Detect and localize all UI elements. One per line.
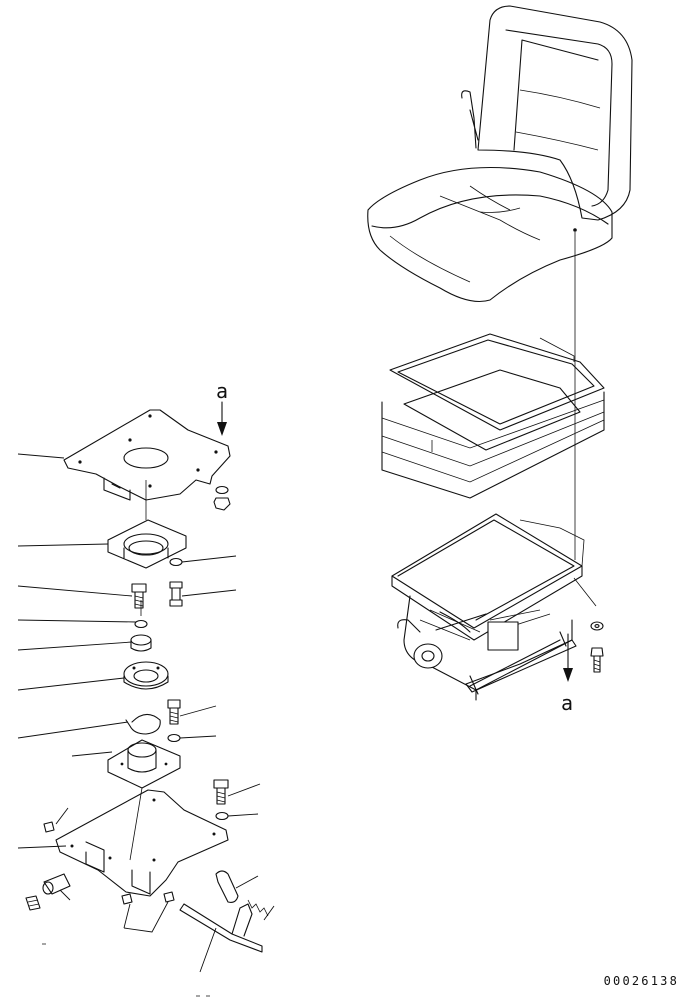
spacer bbox=[130, 634, 152, 652]
washer-i bbox=[215, 811, 229, 821]
plug-bottom-b bbox=[163, 891, 175, 903]
washer-e bbox=[134, 619, 148, 629]
bolt-d bbox=[169, 581, 183, 607]
view-arrow-lower bbox=[563, 633, 573, 682]
bolt-c bbox=[131, 583, 147, 609]
nut-a bbox=[213, 497, 231, 511]
snap-ring bbox=[125, 713, 161, 735]
seat-assembly bbox=[367, 5, 633, 303]
swivel-lower-housing bbox=[107, 739, 181, 789]
thrust-ring bbox=[123, 661, 169, 690]
swivel-lever bbox=[179, 903, 263, 953]
lever-knob bbox=[215, 870, 239, 903]
bearing-housing bbox=[107, 519, 187, 569]
bolt-h bbox=[213, 779, 229, 805]
swivel-top-plate bbox=[63, 409, 231, 501]
washer-b bbox=[169, 557, 183, 567]
leader-lines bbox=[17, 453, 275, 973]
plug-left bbox=[43, 821, 55, 833]
suspension-bellows bbox=[381, 333, 605, 499]
return-spring bbox=[247, 899, 269, 917]
swivel-bottom-plate bbox=[55, 789, 229, 897]
washer-a bbox=[215, 485, 229, 495]
view-arrow-upper bbox=[217, 401, 227, 436]
small-screw bbox=[25, 895, 41, 911]
washer-g bbox=[167, 733, 181, 743]
view-marker-upper: a bbox=[216, 379, 228, 403]
slide-rail-base bbox=[391, 513, 585, 701]
lock-pin bbox=[42, 873, 71, 895]
plug-bottom-a bbox=[121, 893, 133, 905]
drawing-number: 00026138 bbox=[603, 974, 679, 988]
bolt-f bbox=[167, 699, 181, 725]
view-marker-lower: a bbox=[561, 691, 573, 715]
base-bolt-and-washer bbox=[573, 577, 604, 673]
